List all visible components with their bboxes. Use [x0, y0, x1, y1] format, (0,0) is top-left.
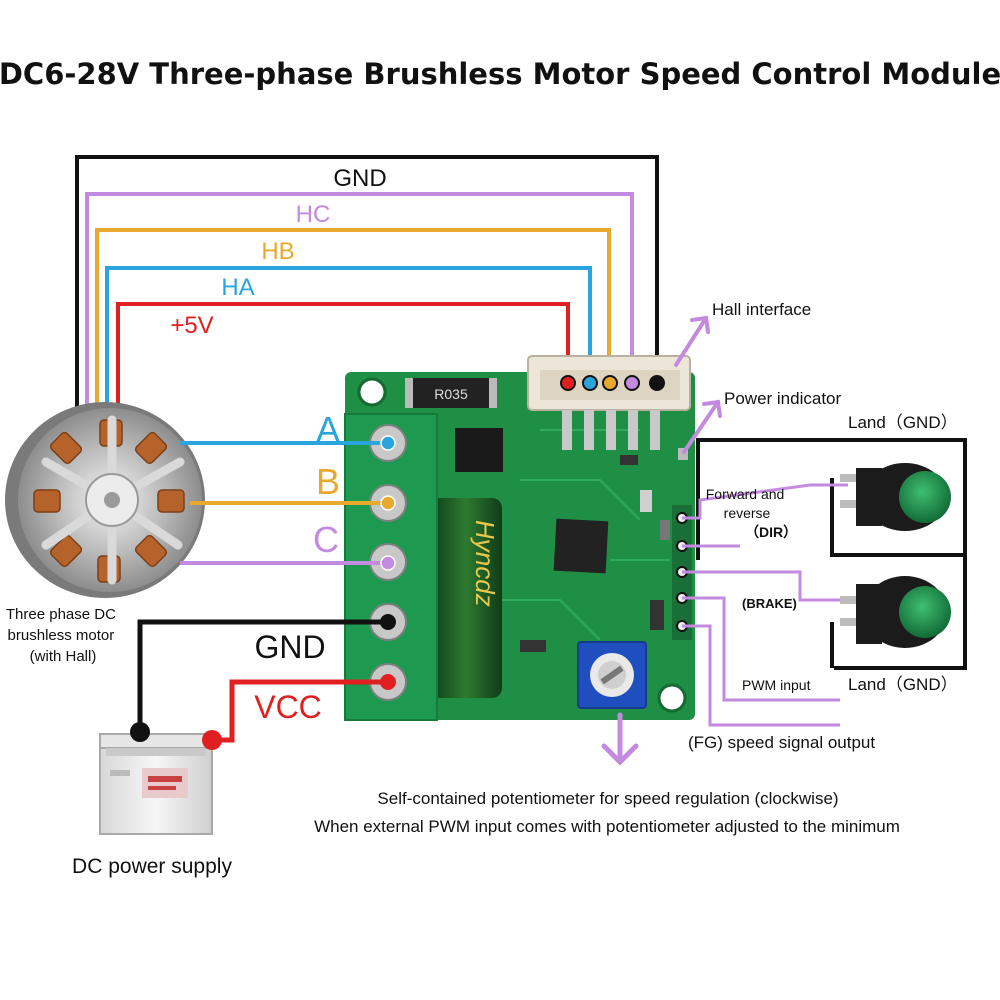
brake-push-button[interactable] — [840, 576, 951, 648]
fg-signal-wire — [682, 624, 840, 727]
hall-wire-hc — [85, 192, 634, 420]
dir-push-button[interactable] — [840, 463, 951, 531]
battery — [99, 733, 213, 835]
hall-wire-hb — [95, 228, 611, 420]
hall-interface-arrow — [674, 315, 710, 367]
label-fg-output: (FG) speed signal output — [688, 733, 875, 752]
label-5v-wire: +5V — [170, 312, 213, 339]
capacitor-marking: Hyncdz — [470, 520, 500, 607]
hall-wire-ha — [105, 266, 592, 420]
potentiometer-note-line1: Self-contained potentiometer for speed r… — [377, 789, 838, 808]
label-hall-interface: Hall interface — [712, 300, 811, 319]
hall-wire-5v — [116, 302, 570, 420]
pwm-signal-wire — [682, 596, 840, 702]
label-land-gnd-top: Land（GND） — [848, 413, 958, 432]
hall-connector — [527, 355, 691, 450]
dir-signal-wire — [682, 483, 848, 520]
label-power-vcc: VCC — [254, 689, 322, 725]
resistor-marking: R035 — [434, 386, 468, 402]
power-wire-gnd — [137, 619, 388, 732]
label-phase-c: C — [313, 519, 339, 560]
brushless-motor — [5, 402, 205, 598]
label-forward-reverse: Forward and reverse — [706, 486, 788, 521]
potentiometer-arrow — [601, 712, 639, 766]
hall-wire-gnd — [75, 155, 659, 420]
label-pwm-input: PWM input — [742, 677, 811, 693]
label-power-gnd: GND — [254, 629, 325, 665]
power-supply-label: DC power supply — [72, 855, 232, 878]
label-dir: （DIR） — [745, 524, 797, 540]
potentiometer-note-line2: When external PWM input comes with poten… — [314, 817, 900, 836]
label-hc-wire: HC — [296, 201, 331, 228]
label-land-gnd-bottom: Land（GND） — [848, 675, 958, 694]
label-ha-wire: HA — [221, 274, 254, 301]
power-indicator-arrow — [682, 399, 722, 454]
motor-label: Three phase DC brushless motor (with Hal… — [6, 606, 120, 665]
label-phase-b: B — [316, 461, 340, 502]
label-hb-wire: HB — [261, 238, 294, 265]
potentiometer[interactable] — [577, 641, 647, 709]
label-phase-a: A — [316, 409, 340, 450]
label-brake: (BRAKE) — [742, 596, 797, 611]
brake-signal-wire — [682, 570, 848, 602]
diagram-title: DC6-28V Three-phase Brushless Motor Spee… — [0, 57, 1000, 91]
label-power-indicator: Power indicator — [724, 389, 842, 408]
label-gnd-wire: GND — [333, 165, 386, 192]
gnd-return-wire — [696, 438, 967, 670]
